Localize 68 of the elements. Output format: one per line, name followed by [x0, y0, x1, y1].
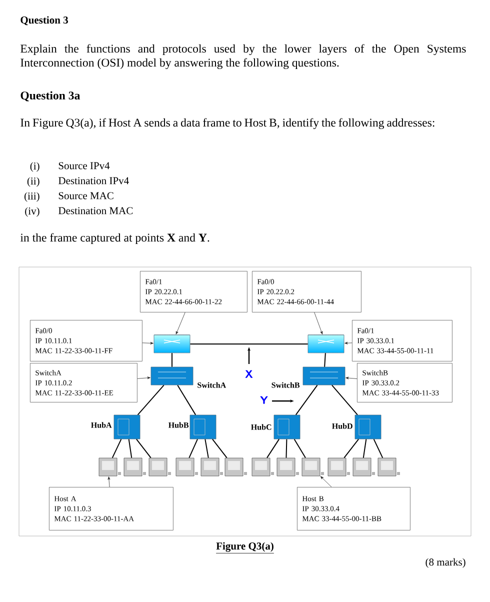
leader-line: [314, 312, 323, 334]
list-item: Destination MAC: [58, 207, 133, 214]
network-link: [331, 384, 358, 416]
network-link: [137, 384, 164, 416]
network-link: [266, 438, 280, 458]
network-link: [212, 438, 228, 458]
hub-icon: [274, 414, 300, 440]
computer-icon: [352, 458, 375, 476]
paragraph: Explain the functions and protocols used by the lower layers of the Open Systems Interconnection (OSI) model by answering the following questions.: [20, 44, 466, 70]
leader-line: [142, 342, 154, 344]
list-number: (iii): [24, 192, 40, 202]
computer-icon: [148, 458, 171, 476]
router-icon: [308, 334, 344, 354]
leader-line: [320, 476, 332, 488]
computer-icon: [276, 458, 299, 476]
list-number: (i): [30, 162, 40, 172]
computer-icon: [98, 458, 121, 476]
computer-icon: [328, 458, 350, 476]
network-link: [204, 438, 209, 458]
figure-caption: Figure Q3(a): [216, 542, 274, 554]
list-item: Destination IPv4: [58, 177, 129, 184]
network-link: [294, 438, 306, 458]
router-icon: [154, 334, 190, 354]
computer-icon: [124, 458, 146, 476]
network-link: [295, 384, 318, 416]
switch-icon: [150, 366, 194, 386]
marks-note: (8 marks): [426, 558, 466, 568]
computer-icon: [176, 458, 198, 476]
hub-icon: [114, 414, 140, 440]
subheading: Question 3a: [20, 91, 80, 102]
network-link: [344, 438, 360, 458]
leader-line: [137, 376, 150, 380]
paragraph: In Figure Q3(a), if Host A sends a data frame to Host B, identify the following addresses:: [20, 118, 434, 130]
list-item: Source MAC: [58, 192, 114, 200]
leader-line: [344, 342, 352, 344]
computer-icon: [252, 458, 274, 476]
network-link: [136, 438, 152, 458]
leader-line: [346, 376, 358, 380]
device-label: HubC: [251, 424, 272, 430]
network-link: [112, 438, 122, 458]
network-link: [188, 438, 198, 458]
network-link: [128, 438, 132, 458]
list-number: (ii): [27, 177, 40, 187]
leader-line: [176, 312, 186, 334]
hub-icon: [354, 414, 382, 440]
hub-icon: [190, 414, 216, 440]
device-label: HubD: [332, 423, 352, 429]
device-label: SwitchB: [272, 382, 300, 388]
point-label: X: [245, 370, 253, 378]
device-label: HubA: [91, 422, 112, 428]
leader-line: [108, 476, 110, 488]
list-number: (iv): [25, 207, 40, 217]
computer-icon: [302, 458, 324, 476]
computer-icon: [224, 458, 247, 476]
list-item: Source IPv4: [58, 162, 110, 170]
network-link: [286, 438, 288, 458]
network-link: [324, 352, 326, 368]
computer-icon: [378, 458, 400, 476]
device-label: HubB: [168, 422, 189, 428]
heading: Question 3: [20, 16, 68, 26]
switch-icon: [302, 366, 346, 386]
paragraph: in the frame captured at points X and Y.: [20, 233, 210, 244]
point-label: Y: [260, 396, 268, 404]
device-label: SwitchA: [198, 382, 226, 388]
network-link: [362, 438, 367, 458]
network-link: [177, 384, 196, 416]
network-link: [373, 438, 384, 458]
computer-icon: [200, 458, 223, 476]
